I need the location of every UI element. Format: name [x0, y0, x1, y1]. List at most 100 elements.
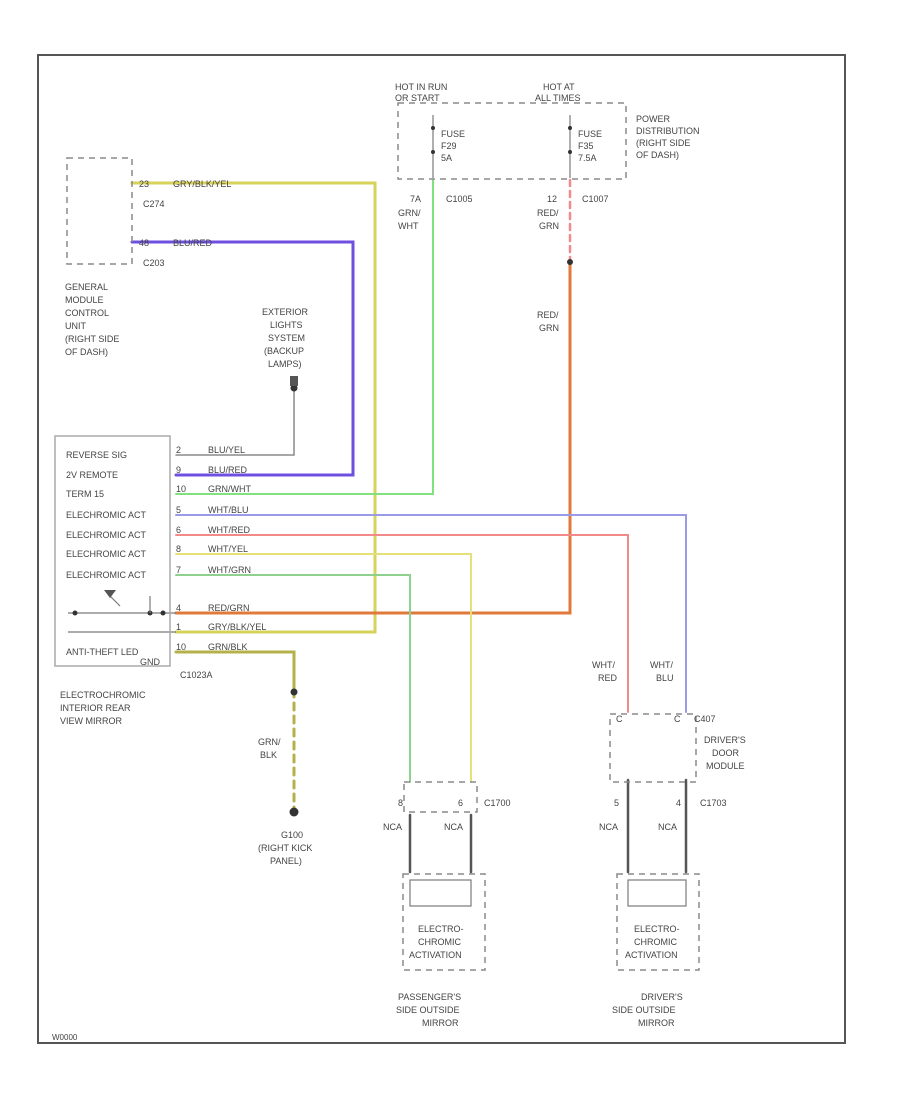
gem-name-5: (RIGHT SIDE	[65, 334, 119, 344]
pdb-pin1-wire-2: WHT	[398, 221, 419, 231]
mirror-row-wire: WHT/RED	[208, 525, 250, 535]
mirror-conn: C1023A	[180, 670, 213, 680]
fuse2-id: F35	[578, 141, 594, 151]
mirror-box	[54, 435, 171, 667]
mirror-row-wire: RED/GRN	[208, 603, 250, 613]
mirror-row-label: REVERSE SIG	[66, 450, 127, 460]
pdb-name-4: OF DASH)	[636, 150, 679, 160]
mirror-row-pin: 9	[176, 465, 181, 475]
pass-nca-l: NCA	[383, 822, 402, 832]
ground-loc-1: (RIGHT KICK	[258, 843, 312, 853]
mirror-name-2: INTERIOR REAR	[60, 703, 131, 713]
mirror-diode-head	[104, 590, 116, 598]
drv-conn: C1703	[700, 798, 727, 808]
gem-name-2: MODULE	[65, 295, 104, 305]
mirror-row-wire: GRY/BLK/YEL	[208, 622, 266, 632]
ground-wire-2: BLK	[260, 750, 277, 760]
pass-inner-1: ELECTRO-	[418, 924, 464, 934]
gem-box	[66, 157, 133, 265]
pass-conn: C1700	[484, 798, 511, 808]
drv-module-box	[609, 713, 697, 783]
exterior-lights-terminal	[290, 384, 298, 392]
pass-nca-r: NCA	[444, 822, 463, 832]
power-distribution: HOT IN RUN OR START HOT AT ALL TIMES FUS…	[395, 82, 700, 333]
drv-wire-r-1: WHT/	[650, 660, 673, 670]
drv-pin-r: 4	[676, 798, 681, 808]
pdb-conn2: C1007	[582, 194, 609, 204]
drv-pin-top-l: C	[616, 714, 623, 724]
mirror-row-wire: WHT/GRN	[208, 565, 251, 575]
drv-wire-l-2: RED	[598, 673, 618, 683]
pdb-name-1: POWER	[636, 114, 671, 124]
drv-name-3: MIRROR	[638, 1018, 675, 1028]
ground-wire-1: GRN/	[258, 737, 281, 747]
pass-pin-r: 6	[458, 798, 463, 808]
ext-name-4: (BACKUP	[264, 346, 304, 356]
drv-mirror-box	[616, 873, 700, 971]
mirror-row-label: ELECHROMIC ACT	[66, 549, 147, 559]
pass-name-3: MIRROR	[422, 1018, 459, 1028]
mirror-row-label: ANTI-THEFT LED	[66, 647, 139, 657]
pass-connector-box	[403, 781, 478, 813]
mirror-row-label: TERM 15	[66, 489, 104, 499]
mirror-row-pin: 10	[176, 484, 186, 494]
pass-inner-3: ACTIVATION	[409, 950, 462, 960]
diagram-frame	[37, 54, 846, 1044]
drv-pin-top-r: C	[674, 714, 681, 724]
fuse1-id: F29	[441, 141, 457, 151]
ground-g100: GRN/ BLK G100 (RIGHT KICK PANEL)	[258, 737, 312, 866]
pdb-pin2-wire-1: RED/	[537, 208, 559, 218]
gem-pin1: 23	[139, 179, 149, 189]
wire-wht-grn	[175, 574, 411, 783]
wire-blu-yel	[175, 387, 295, 456]
drv-inner-2: CHROMIC	[634, 937, 677, 947]
pass-mirror-element	[409, 879, 472, 907]
pass-name-1: PASSENGER'S	[398, 992, 461, 1002]
wire-red-grn	[174, 260, 572, 615]
mirror-row-wire: WHT/BLU	[208, 505, 249, 515]
red-grn-label-2: GRN	[539, 323, 559, 333]
mirror-name-3: VIEW MIRROR	[60, 716, 122, 726]
splice-ground-top	[290, 688, 298, 696]
mirror-row-wire: GRN/WHT	[208, 484, 251, 494]
pdb-hot2-line2: ALL TIMES	[535, 93, 581, 103]
mirror-row-pin: 10	[176, 642, 186, 652]
pass-mirror-box	[402, 873, 486, 971]
pass-inner-2: CHROMIC	[418, 937, 461, 947]
pdb-hot1-line1: HOT IN RUN	[395, 82, 447, 92]
passenger-outside-mirror: 8 6 C1700 NCA NCA ELECTRO- CHROMIC ACTIV…	[383, 781, 511, 1028]
gem-wire1: GRY/BLK/YEL	[173, 179, 231, 189]
gem-wire2: BLU/RED	[173, 238, 213, 248]
fuse2-top-dot	[568, 126, 572, 130]
gem-pin2: 48	[139, 238, 149, 248]
mirror-row-pin: 1	[176, 622, 181, 632]
pdb-box	[397, 102, 627, 180]
general-module: 23 GRY/BLK/YEL C274 48 BLU/RED C203 GENE…	[65, 157, 231, 357]
driver-outside-mirror: WHT/ RED WHT/ BLU C C C407 DRIVER'S DOOR…	[592, 660, 746, 1028]
fuse1-top-dot	[431, 126, 435, 130]
drv-module-3: MODULE	[706, 761, 745, 771]
wire-blu-red	[130, 240, 355, 477]
pdb-pin2: 12	[547, 194, 557, 204]
fuse2-bottom-dot	[568, 150, 572, 154]
pdb-name-3: (RIGHT SIDE	[636, 138, 690, 148]
drv-inner-1: ELECTRO-	[634, 924, 680, 934]
drv-module-1: DRIVER'S	[704, 735, 746, 745]
fuse1-rating: 5A	[441, 153, 452, 163]
pdb-pin2-wire-2: GRN	[539, 221, 559, 231]
mirror-row-wire: GRN/BLK	[208, 642, 248, 652]
wire-wht-red	[175, 534, 629, 713]
wire-grn-wht	[175, 179, 434, 495]
splice-red-grn	[567, 259, 573, 265]
fuse2-label: FUSE	[578, 129, 602, 139]
drv-mirror-element	[627, 879, 687, 907]
wire-grn-blk	[174, 650, 296, 692]
pdb-name-2: DISTRIBUTION	[636, 126, 700, 136]
ext-name-3: SYSTEM	[268, 333, 305, 343]
mirror-row-pin: 5	[176, 505, 181, 515]
fuse2-rating: 7.5A	[578, 153, 597, 163]
gem-conn2: C203	[143, 258, 165, 268]
ground-g100-dot	[289, 807, 299, 817]
drv-name-2: SIDE OUTSIDE	[612, 1005, 676, 1015]
